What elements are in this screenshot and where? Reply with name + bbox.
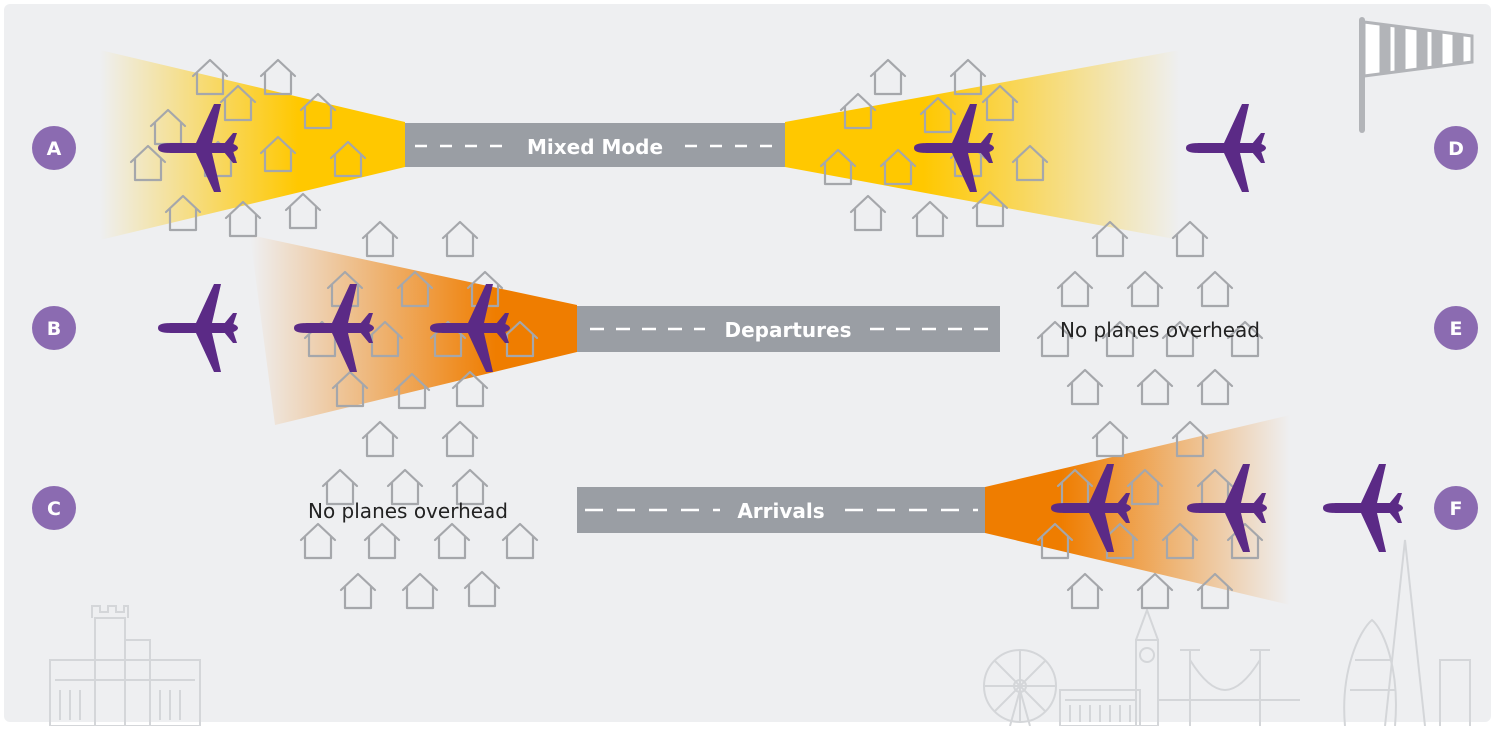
windsock-icon (1359, 17, 1474, 133)
svg-text:F: F (1450, 498, 1463, 520)
badge-e: E (1434, 306, 1478, 350)
runway-label-mixed-mode: Mixed Mode (527, 135, 663, 159)
svg-text:D: D (1448, 138, 1464, 160)
note-no-planes-c: No planes overhead (308, 499, 508, 523)
svg-text:A: A (47, 138, 62, 160)
note-no-planes-e: No planes overhead (1060, 318, 1260, 342)
runway-label-arrivals: Arrivals (737, 499, 824, 523)
badge-f: F (1434, 486, 1478, 530)
badge-a: A (32, 126, 76, 170)
departure-cone (250, 235, 577, 425)
left-departure-cone (100, 50, 405, 240)
badge-c: C (32, 486, 76, 530)
badge-d: D (1434, 126, 1478, 170)
badge-b: B (32, 306, 76, 350)
svg-text:C: C (47, 498, 61, 520)
svg-text:E: E (1450, 318, 1463, 340)
svg-text:B: B (47, 318, 61, 340)
runway-label-departures: Departures (725, 318, 852, 342)
arrival-cone (985, 415, 1290, 605)
